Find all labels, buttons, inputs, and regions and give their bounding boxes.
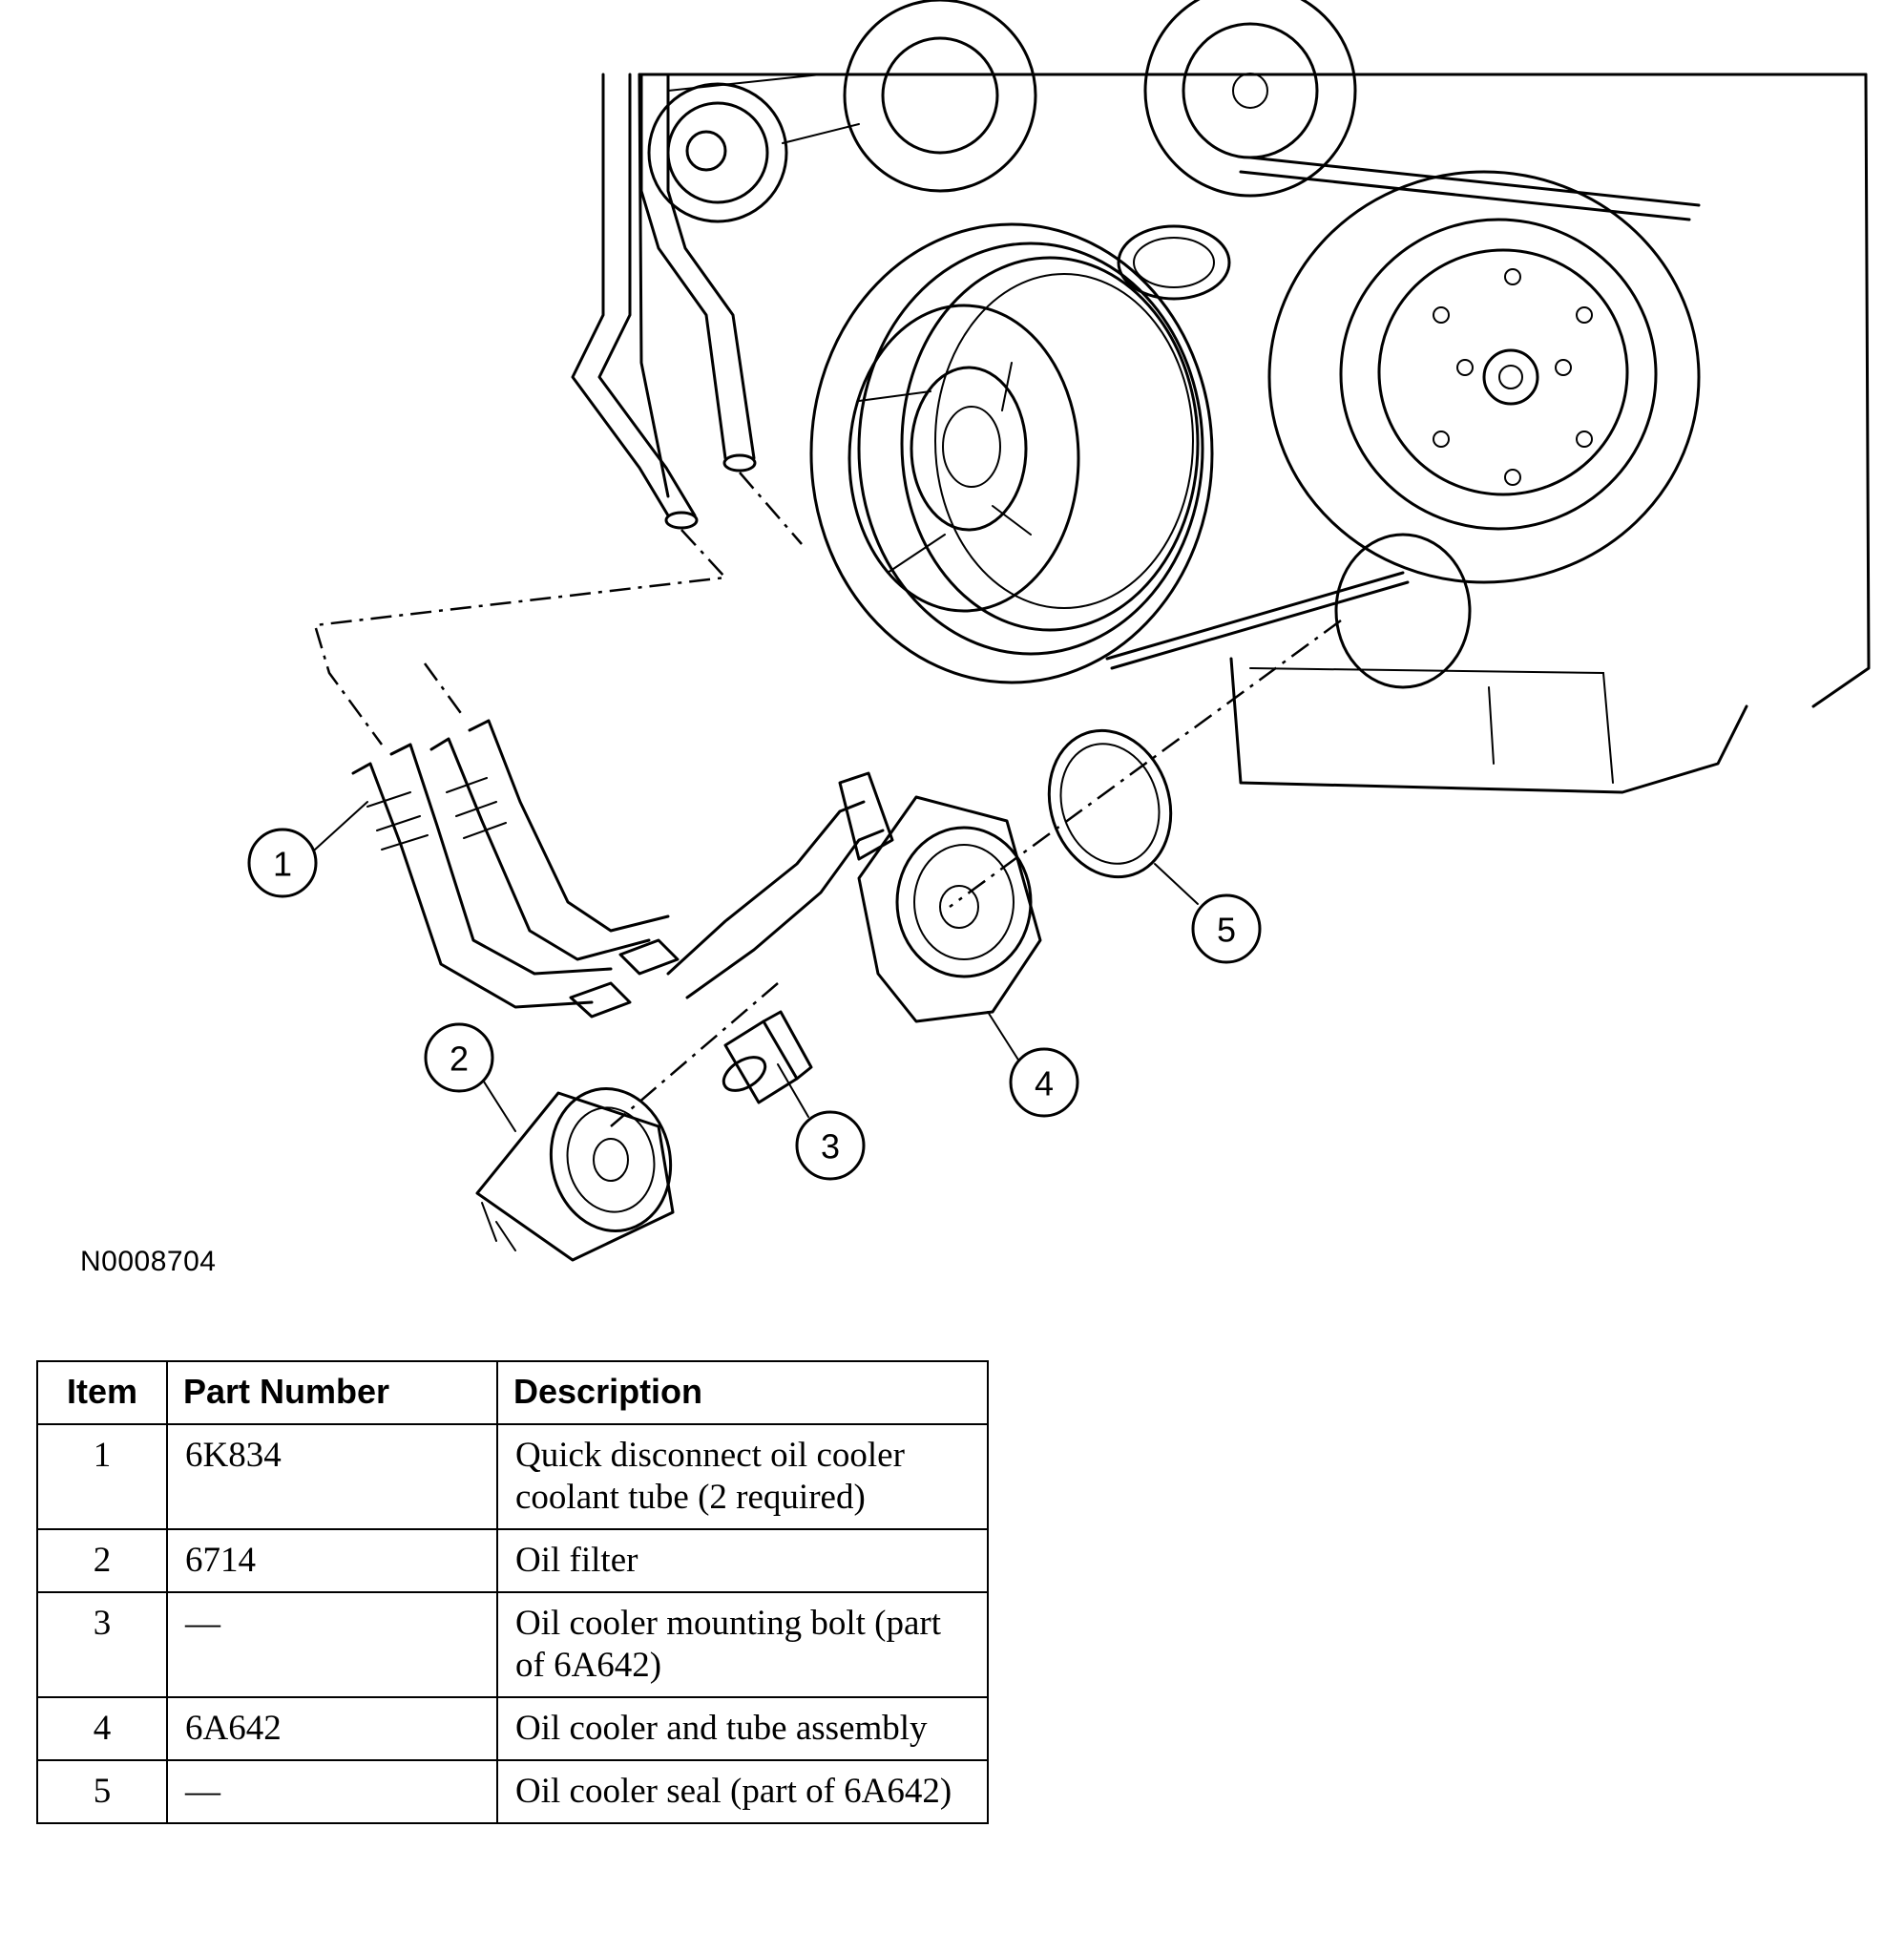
cell-item: 3 (36, 1591, 168, 1698)
svg-text:4: 4 (1035, 1064, 1054, 1103)
cell-part-number: — (166, 1591, 498, 1698)
oil-filter (475, 1087, 675, 1262)
header-part-number: Part Number (166, 1360, 498, 1425)
cell-description: Quick disconnect oil cooler coolant tube… (496, 1423, 989, 1530)
upper-pulleys (843, 0, 1357, 198)
cell-description: Oil cooler seal (part of 6A642) (496, 1759, 989, 1824)
svg-text:3: 3 (821, 1127, 840, 1166)
header-item: Item (36, 1360, 168, 1425)
table-header-row: Item Part Number Description (36, 1360, 989, 1425)
engine-coolant-tubes (571, 73, 757, 530)
table-row: 3 — Oil cooler mounting bolt (part of 6A… (36, 1591, 989, 1698)
cell-part-number: 6K834 (166, 1423, 498, 1530)
cell-item: 1 (36, 1423, 168, 1530)
exploded-view-illustration: 1 2 3 4 5 (247, 0, 1871, 1262)
callout-4: 4 (987, 1011, 1079, 1118)
ac-compressor-clutch (1267, 170, 1701, 584)
cell-part-number: 6A642 (166, 1696, 498, 1761)
lower-idler (1334, 533, 1472, 689)
oil-cooler-seal (1047, 728, 1173, 879)
cell-description: Oil cooler mounting bolt (part of 6A642) (496, 1591, 989, 1698)
cell-item: 5 (36, 1759, 168, 1824)
oil-cooler-mounting-bolt (722, 1010, 813, 1104)
oil-cooler-assembly (666, 771, 1042, 1023)
svg-text:1: 1 (273, 845, 292, 884)
header-description: Description (496, 1360, 989, 1425)
cell-description: Oil cooler and tube assembly (496, 1696, 989, 1761)
table-row: 1 6K834 Quick disconnect oil cooler cool… (36, 1423, 989, 1530)
idler-pulley (647, 74, 860, 223)
table-row: 5 — Oil cooler seal (part of 6A642) (36, 1759, 989, 1824)
engine-front (638, 73, 1871, 794)
accessory-belt (1105, 156, 1701, 670)
cell-item: 2 (36, 1528, 168, 1593)
thermostat-housing (1117, 224, 1231, 301)
table-row: 4 6A642 Oil cooler and tube assembly (36, 1696, 989, 1761)
svg-text:2: 2 (450, 1040, 469, 1079)
cell-part-number: — (166, 1759, 498, 1824)
callout-5: 5 (1154, 863, 1262, 964)
cell-description: Oil filter (496, 1528, 989, 1593)
cell-part-number: 6714 (166, 1528, 498, 1593)
table-row: 2 6714 Oil filter (36, 1528, 989, 1593)
callout-2: 2 (424, 1022, 516, 1132)
cell-item: 4 (36, 1696, 168, 1761)
parts-table: Item Part Number Description 1 6K834 Qui… (36, 1360, 989, 1824)
svg-text:5: 5 (1217, 911, 1236, 950)
crankshaft-pulley (809, 222, 1214, 684)
quick-disconnect-tubes (351, 719, 680, 1019)
assembly-lines (313, 472, 1342, 1127)
callout-3: 3 (777, 1063, 866, 1181)
callout-1: 1 (247, 801, 368, 898)
figure-id: N0008704 (80, 1246, 217, 1277)
